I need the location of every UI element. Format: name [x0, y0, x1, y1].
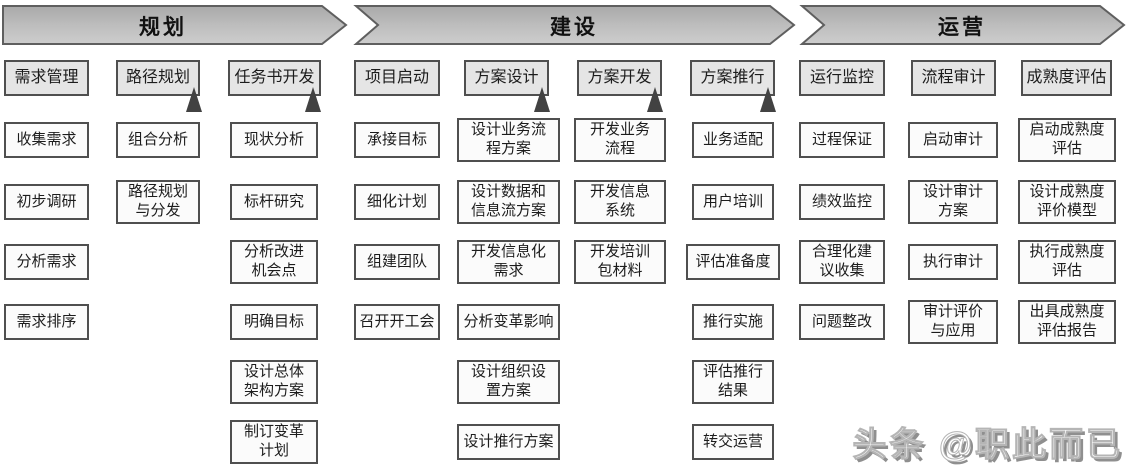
task-box: 启动成熟度 评估: [1018, 118, 1116, 162]
header-maturity-assessment: 成熟度评估: [1021, 60, 1112, 96]
task-box: 制订变革 计划: [230, 420, 318, 464]
task-box: 执行审计: [908, 244, 998, 280]
task-box: 启动审计: [908, 122, 998, 158]
task-box: 设计数据和 信息流方案: [457, 180, 560, 224]
task-box: 需求排序: [4, 304, 89, 340]
milestone-triangle-icon: [534, 87, 550, 112]
task-box: 用户培训: [692, 184, 774, 220]
task-box: 评估推行 结果: [692, 360, 774, 404]
task-box: 组合分析: [116, 122, 200, 158]
watermark: 头条 @职此而已: [852, 426, 1123, 465]
task-box: 设计推行方案: [457, 424, 560, 460]
task-box: 组建团队: [354, 244, 440, 280]
task-box: 绩效监控: [799, 184, 885, 220]
arrow-construction: [353, 5, 796, 45]
task-box: 开发信息 系统: [574, 180, 666, 224]
phase-label-operation: 运营: [938, 16, 986, 39]
header-process-audit: 流程审计: [911, 60, 996, 96]
task-box: 初步调研: [4, 184, 89, 220]
milestone-triangle-icon: [305, 87, 321, 112]
task-box: 承接目标: [354, 122, 440, 158]
task-box: 业务适配: [692, 122, 774, 158]
task-box: 设计审计 方案: [908, 180, 998, 224]
task-box: 开发培训 包材料: [574, 240, 666, 284]
arrow-operation: [799, 5, 1126, 45]
task-box: 分析变革影响: [457, 304, 560, 340]
task-box: 转交运营: [692, 424, 774, 460]
phase-label-planning: 规划: [139, 16, 187, 39]
task-box: 设计总体 架构方案: [230, 360, 318, 404]
task-box: 分析改进 机会点: [230, 240, 318, 284]
task-box: 设计业务流 程方案: [457, 118, 560, 162]
task-box: 标杆研究: [230, 184, 318, 220]
task-box: 分析需求: [4, 244, 89, 280]
task-box: 现状分析: [230, 122, 318, 158]
task-box: 设计成熟度 评价模型: [1018, 180, 1116, 224]
milestone-triangle-icon: [760, 87, 776, 112]
milestone-triangle-icon: [647, 87, 663, 112]
task-box: 设计组织设 置方案: [457, 360, 560, 404]
milestone-triangle-icon: [186, 87, 202, 112]
task-box: 审计评价 与应用: [908, 300, 998, 344]
task-box: 路径规划 与分发: [116, 180, 200, 224]
task-box: 过程保证: [799, 122, 885, 158]
header-operation-monitoring: 运行监控: [799, 60, 885, 96]
task-box: 执行成熟度 评估: [1018, 240, 1116, 284]
task-box: 细化计划: [354, 184, 440, 220]
task-box: 明确目标: [230, 304, 318, 340]
phase-arrows: [2, 5, 1126, 45]
task-box: 收集需求: [4, 122, 89, 158]
arrow-planning: [2, 5, 348, 45]
task-box: 合理化建 议收集: [799, 240, 885, 284]
header-project-initiation: 项目启动: [354, 60, 440, 96]
task-box: 开发业务 流程: [574, 118, 666, 162]
task-box: 开发信息化 需求: [457, 240, 560, 284]
header-requirements-management: 需求管理: [4, 60, 89, 96]
task-box: 问题整改: [799, 304, 885, 340]
phase-label-construction: 建设: [550, 16, 598, 39]
task-box: 召开开工会: [354, 304, 440, 340]
header-path-planning: 路径规划: [116, 60, 200, 96]
task-box: 推行实施: [692, 304, 774, 340]
task-box: 评估准备度: [686, 244, 780, 280]
task-box: 出具成熟度 评估报告: [1018, 300, 1116, 344]
